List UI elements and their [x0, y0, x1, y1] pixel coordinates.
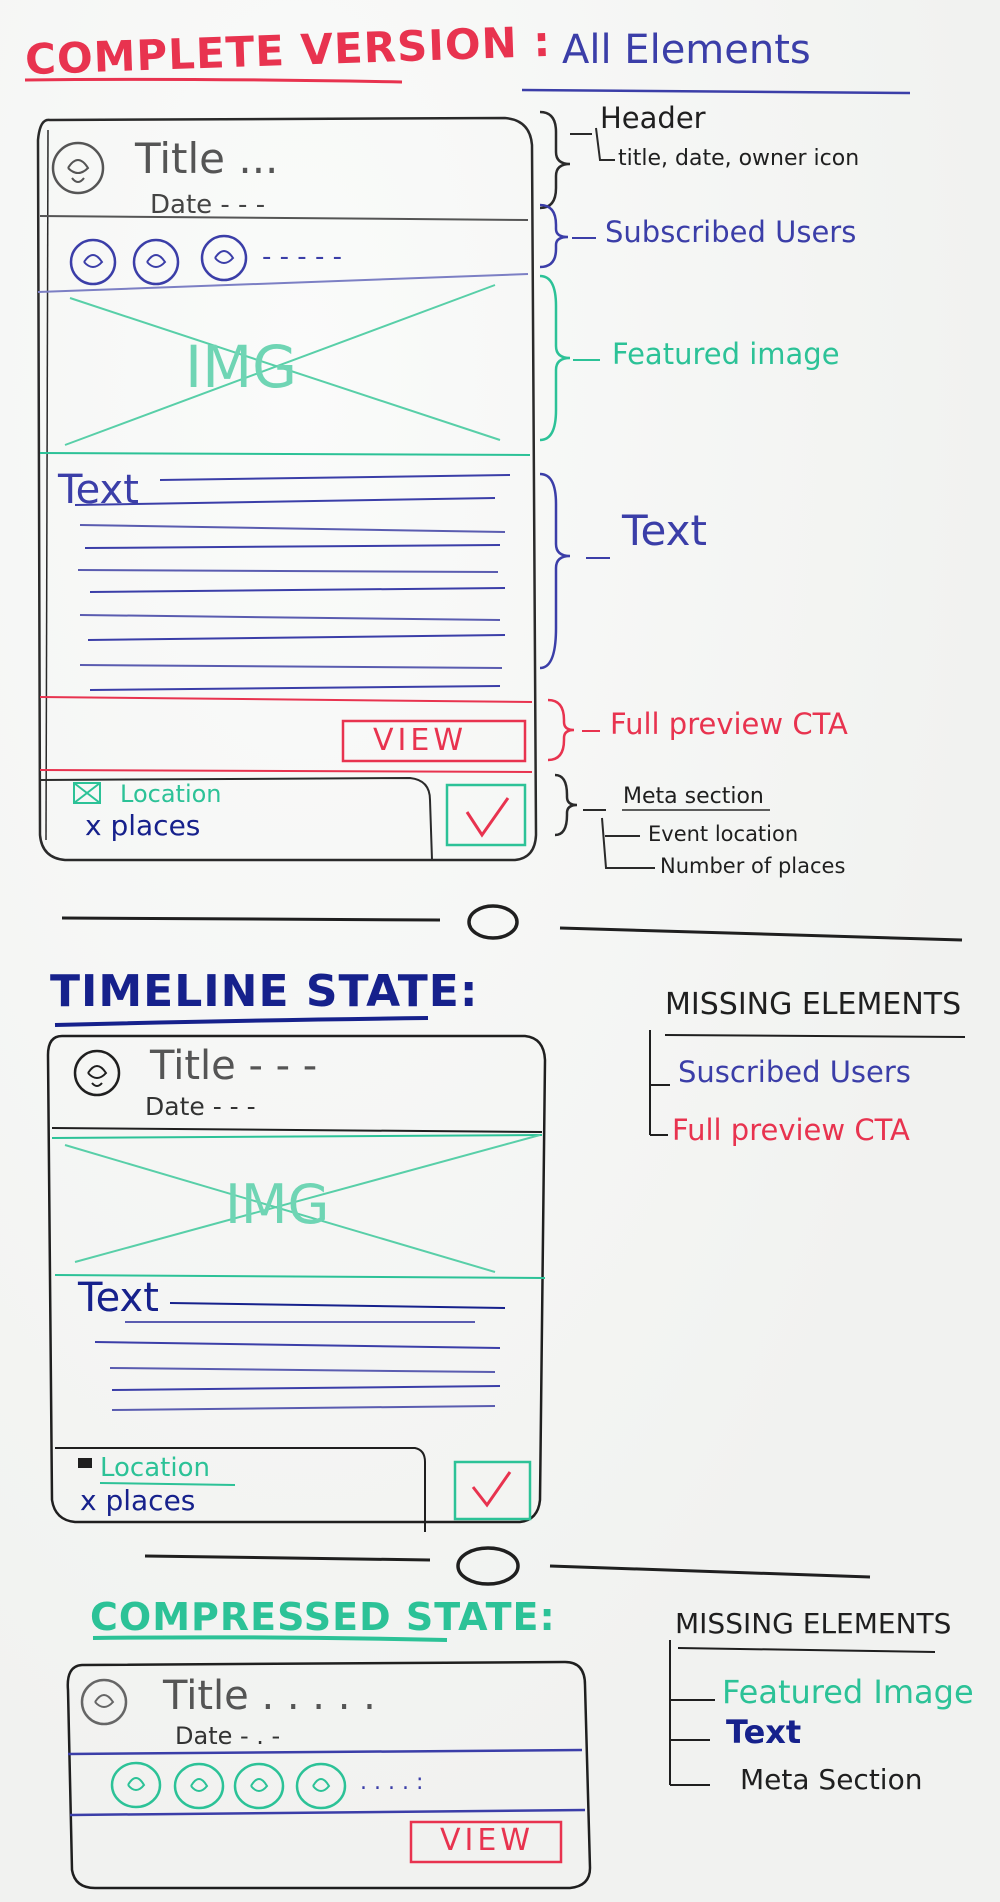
timeline-missing-cta: Full preview CTA	[672, 1113, 910, 1147]
compressed-missing-meta-section: Meta Section	[740, 1763, 923, 1796]
card2-location: Location	[100, 1453, 210, 1483]
annotation-number-of-places: Number of places	[660, 854, 846, 878]
card1-places: x places	[85, 809, 201, 842]
annotation-meta-section: Meta section	[623, 784, 764, 809]
annotation-cta: Full preview CTA	[610, 707, 848, 741]
all-elements-title: All Elements	[562, 27, 811, 73]
card1-users-dots: - - - - -	[262, 242, 342, 272]
card1-location: Location	[120, 780, 222, 808]
annotation-header-sub: title, date, owner icon	[618, 146, 860, 171]
compressed-missing-title: MISSING ELEMENTS	[675, 1607, 952, 1640]
card3-date: Date - . -	[175, 1722, 281, 1750]
card1-title: Title ...	[135, 134, 279, 183]
timeline-missing-title: MISSING ELEMENTS	[665, 987, 962, 1022]
card2-image-placeholder: IMG	[225, 1173, 330, 1236]
card1-text-label: Text	[58, 467, 139, 513]
card3-title: Title . . . . .	[163, 1673, 376, 1719]
card3-users-dots: . . . . :	[360, 1770, 424, 1795]
annotation-header: Header	[600, 101, 706, 135]
card2-date: Date - - -	[145, 1092, 256, 1121]
compressed-missing-featured-image: Featured Image	[722, 1673, 974, 1711]
annotation-event-location: Event location	[648, 822, 799, 846]
timeline-state-heading: TIMELINE STATE:	[50, 966, 479, 1017]
compressed-state-heading: COMPRESSED STATE:	[90, 1595, 556, 1639]
card1-image-placeholder: IMG	[185, 333, 298, 401]
complete-version-heading: COMPLETE VERSION :	[24, 16, 552, 85]
annotation-featured-image: Featured image	[612, 337, 840, 371]
annotation-subscribed-users: Subscribed Users	[605, 215, 857, 249]
card2-text-label: Text	[78, 1275, 159, 1321]
compressed-view-button[interactable]: VIEW	[440, 1823, 534, 1858]
compressed-missing-text: Text	[726, 1713, 802, 1751]
annotation-text: Text	[622, 506, 707, 555]
timeline-missing-subscribed-users: Suscribed Users	[678, 1055, 911, 1089]
card2-title: Title - - -	[150, 1043, 318, 1089]
card1-date: Date - - -	[150, 190, 266, 220]
card2-places: x places	[80, 1484, 196, 1517]
view-button[interactable]: VIEW	[373, 723, 467, 758]
